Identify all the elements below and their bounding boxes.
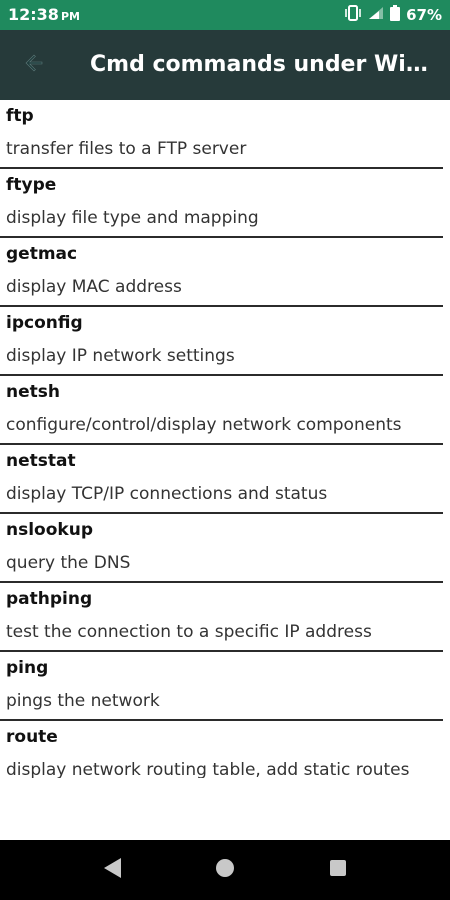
command-description: display file type and mapping — [6, 208, 259, 228]
command-name: nslookup — [6, 520, 93, 540]
back-arrow-icon — [22, 51, 46, 79]
command-description: test the connection to a specific IP add… — [6, 622, 372, 642]
command-name: netstat — [6, 451, 76, 471]
battery-icon — [390, 5, 401, 25]
status-time-ampm: PM — [60, 10, 80, 23]
list-item-netsh[interactable]: netsh configure/control/display network … — [0, 376, 443, 445]
status-icons: 67% — [344, 4, 442, 26]
list-item-ipconfig[interactable]: ipconfig display IP network settings — [0, 307, 443, 376]
command-list[interactable]: ftp transfer files to a FTP server ftype… — [0, 100, 450, 778]
list-item-ping[interactable]: ping pings the network — [0, 652, 443, 721]
command-description: display IP network settings — [6, 346, 235, 366]
command-name: ping — [6, 658, 49, 678]
list-item-nslookup[interactable]: nslookup query the DNS — [0, 514, 443, 583]
list-item-route[interactable]: route display network routing table, add… — [0, 721, 443, 778]
command-description: transfer files to a FTP server — [6, 139, 247, 159]
command-description: display network routing table, add stati… — [6, 760, 410, 778]
command-description: query the DNS — [6, 553, 131, 573]
command-name: ftype — [6, 175, 57, 195]
command-name: ipconfig — [6, 313, 83, 333]
back-button[interactable] — [10, 44, 58, 86]
command-name: pathping — [6, 589, 93, 609]
nav-back-icon — [103, 857, 123, 883]
list-item-getmac[interactable]: getmac display MAC address — [0, 238, 443, 307]
command-description: pings the network — [6, 691, 160, 711]
command-description: configure/control/display network compon… — [6, 415, 402, 435]
navigation-bar — [0, 840, 450, 900]
command-description: display MAC address — [6, 277, 182, 297]
battery-percent: 67% — [406, 6, 442, 24]
nav-home-icon — [215, 858, 235, 882]
app-bar: Cmd commands under Windo… — [0, 30, 450, 100]
command-name: route — [6, 727, 58, 747]
command-name: netsh — [6, 382, 60, 402]
status-time-value: 12:38 — [8, 5, 59, 24]
nav-recents-icon — [329, 859, 347, 881]
list-bottom-space — [0, 778, 450, 840]
nav-home-button[interactable] — [209, 854, 241, 886]
list-item-pathping[interactable]: pathping test the connection to a specif… — [0, 583, 443, 652]
command-description: display TCP/IP connections and status — [6, 484, 328, 504]
list-item-ftp[interactable]: ftp transfer files to a FTP server — [0, 100, 443, 169]
vibrate-icon — [344, 5, 362, 25]
nav-recents-button[interactable] — [322, 854, 354, 886]
command-name: ftp — [6, 106, 34, 126]
nav-back-button[interactable] — [97, 854, 129, 886]
signal-icon — [368, 6, 384, 24]
list-item-netstat[interactable]: netstat display TCP/IP connections and s… — [0, 445, 443, 514]
app-title: Cmd commands under Windo… — [90, 52, 442, 77]
list-item-ftype[interactable]: ftype display file type and mapping — [0, 169, 443, 238]
command-name: getmac — [6, 244, 78, 264]
